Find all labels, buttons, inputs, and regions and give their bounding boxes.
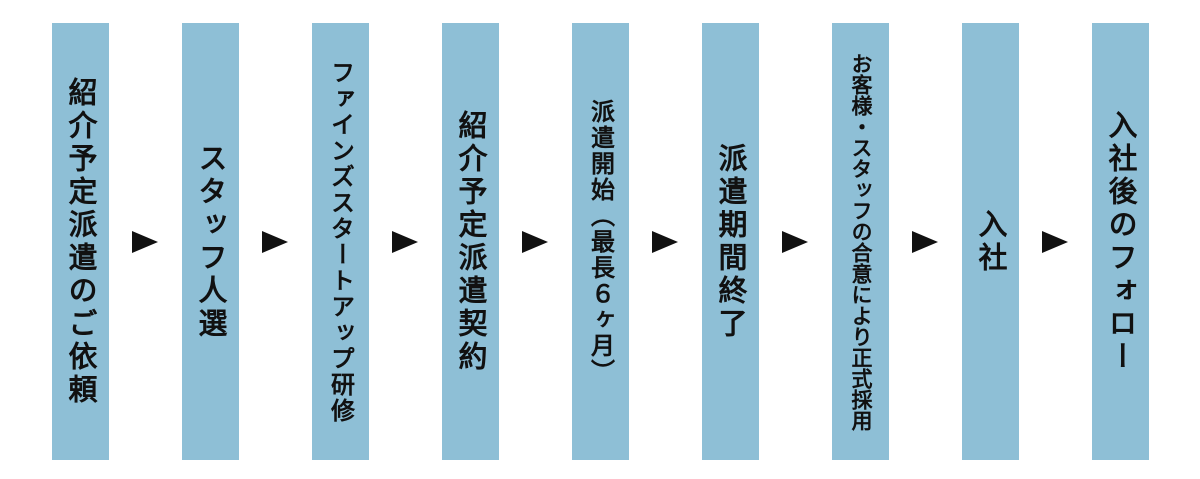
right-arrow-icon — [652, 231, 678, 253]
right-arrow-icon — [522, 231, 548, 253]
step-label: 派遣開始（最長６ヶ月） — [586, 98, 615, 385]
step-label: 入社後のフォロー — [1104, 109, 1138, 374]
right-arrow-icon — [912, 231, 938, 253]
right-arrow-icon — [132, 231, 158, 253]
step-label: スタッフ人選 — [194, 142, 228, 341]
step-box-formal-hiring: お客様・スタッフの合意により正式採用 — [832, 23, 889, 460]
right-arrow-icon — [262, 231, 288, 253]
step-box-staff-selection: スタッフ人選 — [182, 23, 239, 460]
right-arrow-icon — [1042, 231, 1068, 253]
step-label: 派遣期間終了 — [714, 142, 748, 341]
step-box-dispatch-contract: 紹介予定派遣契約 — [442, 23, 499, 460]
step-box-dispatch-start: 派遣開始（最長６ヶ月） — [572, 23, 629, 460]
step-box-joining: 入社 — [962, 23, 1019, 460]
step-box-post-joining-follow-up: 入社後のフォロー — [1092, 23, 1149, 460]
step-label: 紹介予定派遣のご依頼 — [64, 76, 98, 407]
step-label: ファインズスタートアップ研修 — [326, 59, 355, 424]
step-label: 入社 — [974, 208, 1008, 275]
step-label: お客様・スタッフの合意により正式採用 — [849, 52, 873, 431]
step-box-introduction-request: 紹介予定派遣のご依頼 — [52, 23, 109, 460]
right-arrow-icon — [392, 231, 418, 253]
step-box-startup-training: ファインズスタートアップ研修 — [312, 23, 369, 460]
right-arrow-icon — [782, 231, 808, 253]
step-label: 紹介予定派遣契約 — [454, 109, 488, 374]
step-box-dispatch-end: 派遣期間終了 — [702, 23, 759, 460]
